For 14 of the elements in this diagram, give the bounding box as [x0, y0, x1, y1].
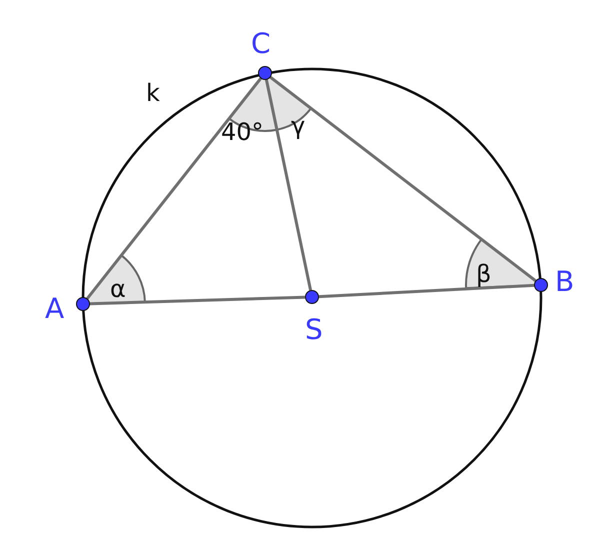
circle-label: k [146, 80, 160, 106]
line-segment [90, 296, 306, 306]
line-segment [86, 78, 262, 300]
point-label: B [555, 267, 574, 297]
line-segment [270, 76, 536, 282]
point-label: C [251, 29, 271, 59]
angle-label: α [110, 276, 126, 302]
angle-label: β [476, 261, 492, 287]
line-segment [264, 80, 312, 290]
point-label: S [305, 315, 323, 345]
line-segment [318, 284, 534, 298]
point-label: A [45, 294, 64, 324]
angle-label: 40° [221, 119, 264, 145]
angle-label: γ [291, 113, 306, 139]
